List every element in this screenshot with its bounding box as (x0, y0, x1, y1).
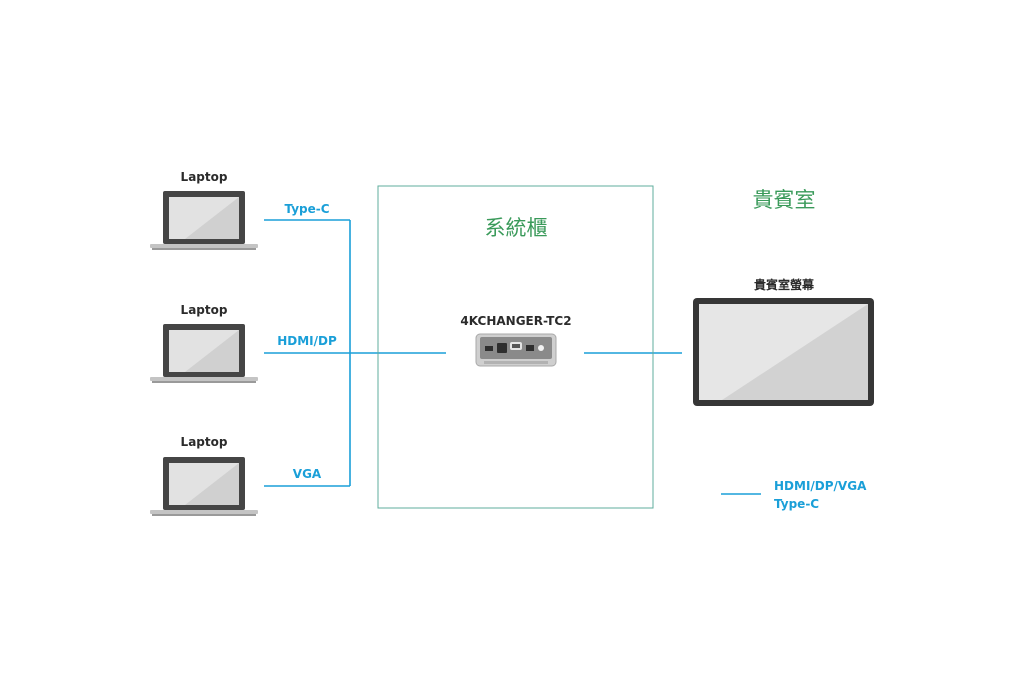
legend: HDMI/DP/VGA Type-C (721, 479, 867, 511)
laptop-icon (150, 457, 258, 516)
laptop-2-label: Laptop (181, 303, 228, 317)
vip-room-title: 貴賓室 (753, 188, 816, 212)
device-name: 4KCHANGER-TC2 (460, 314, 571, 328)
cabinet-border (377, 185, 654, 509)
connection-label-hdmi-dp: HDMI/DP (277, 334, 337, 348)
display-label: 貴賓室螢幕 (754, 277, 815, 292)
display-icon (693, 298, 874, 406)
connection-label-type-c: Type-C (284, 202, 329, 216)
laptop-3: Laptop (150, 435, 258, 516)
device-icon (475, 333, 557, 367)
laptop-2: Laptop (150, 303, 258, 383)
cable-lines (264, 219, 682, 487)
laptop-icon (150, 191, 258, 250)
laptop-1: Laptop (150, 170, 258, 250)
cabinet-title: 系統櫃 (485, 216, 548, 240)
device: 4KCHANGER-TC2 (460, 314, 572, 367)
laptop-3-label: Laptop (181, 435, 228, 449)
legend-text-2: Type-C (774, 497, 819, 511)
legend-text-1: HDMI/DP/VGA (774, 479, 867, 493)
laptop-icon (150, 324, 258, 383)
laptop-1-label: Laptop (181, 170, 228, 184)
system-cabinet: 系統櫃 (377, 185, 654, 509)
vip-room: 貴賓室 貴賓室螢幕 (693, 188, 874, 406)
connection-label-vga: VGA (293, 467, 322, 481)
